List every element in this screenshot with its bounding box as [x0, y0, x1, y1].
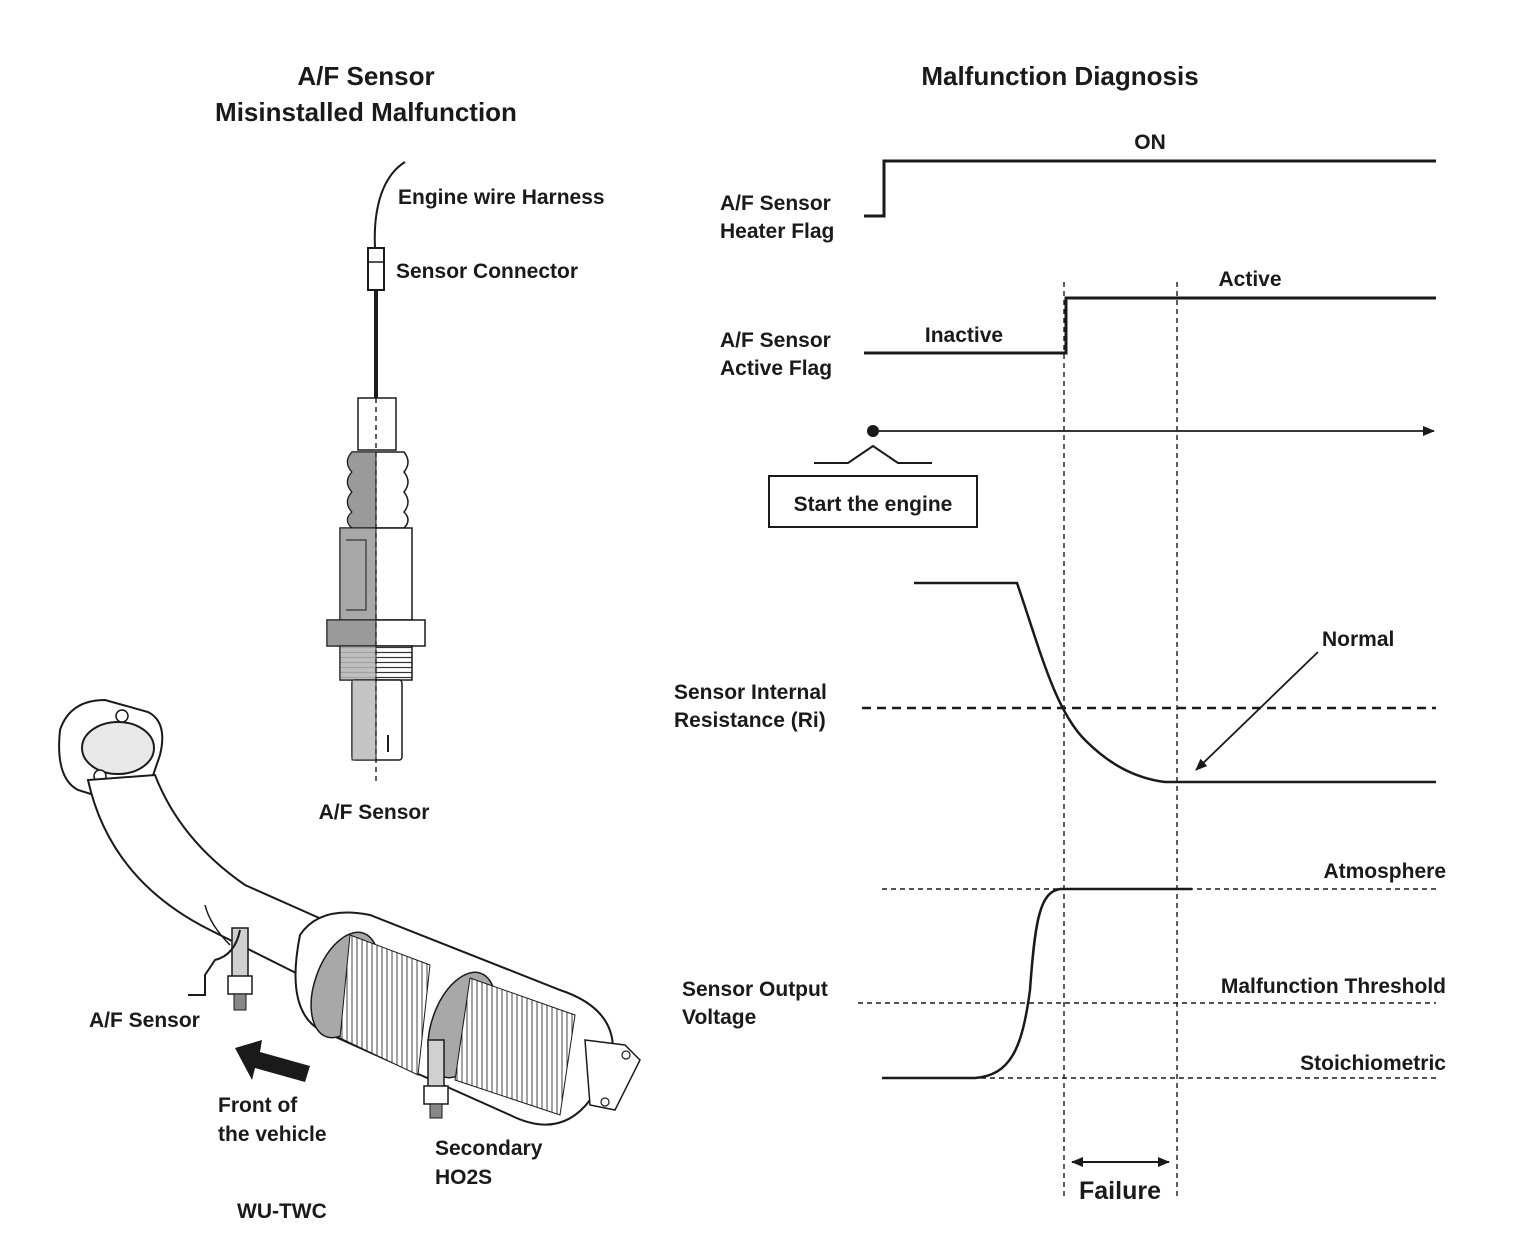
atmosphere-label: Atmosphere	[1323, 860, 1446, 883]
heater-flag-label-line1: A/F Sensor	[720, 192, 831, 215]
left-title-line2: Misinstalled Malfunction	[215, 97, 517, 127]
left-panel: A/F Sensor Misinstalled Malfunction	[58, 61, 641, 1223]
active-flag-trace	[864, 296, 1436, 355]
stoichiometric-label: Stoichiometric	[1300, 1052, 1446, 1075]
sensor-connector-label: Sensor Connector	[396, 260, 578, 283]
af-sensor-illustration	[326, 161, 426, 785]
wu-twc-label: WU-TWC	[237, 1200, 327, 1223]
front-of-vehicle-label-line2: the vehicle	[218, 1123, 327, 1146]
exhaust-converter-illustration	[58, 698, 641, 1126]
start-engine-box	[768, 475, 978, 528]
normal-label: Normal	[1322, 628, 1394, 651]
resistance-label-line2: Resistance (Ri)	[674, 709, 826, 732]
front-of-vehicle-label-line1: Front of	[218, 1094, 298, 1117]
output-voltage-curve	[882, 887, 1192, 1080]
heater-flag-on-label: ON	[1134, 131, 1166, 154]
heater-flag-label-line2: Heater Flag	[720, 220, 834, 243]
left-title-line1: A/F Sensor	[297, 61, 434, 91]
right-title: Malfunction Diagnosis	[921, 61, 1198, 91]
resistance-curve	[914, 581, 1436, 784]
right-panel: Malfunction Diagnosis A/F Sensor Heater …	[674, 61, 1446, 1205]
af-sensor-exhaust-label: A/F Sensor	[89, 1009, 200, 1032]
malfunction-threshold-label: Malfunction Threshold	[1221, 975, 1446, 998]
start-callout-pointer	[814, 444, 932, 464]
engine-wire-harness-label: Engine wire Harness	[398, 186, 605, 209]
failure-label: Failure	[1079, 1177, 1161, 1205]
heater-flag-trace	[864, 159, 1436, 218]
output-voltage-label-line1: Sensor Output	[682, 978, 828, 1001]
front-of-vehicle-arrow-icon	[235, 1040, 310, 1082]
sensor-connector-shape	[367, 247, 385, 291]
active-flag-label-line1: A/F Sensor	[720, 329, 831, 352]
resistance-label-line1: Sensor Internal	[674, 681, 827, 704]
active-flag-label-line2: Active Flag	[720, 357, 832, 380]
normal-pointer-arrow	[1195, 651, 1319, 771]
engine-wire-harness-wire	[373, 161, 406, 249]
active-flag-active-label: Active	[1218, 268, 1281, 291]
af-sensor-detail-label: A/F Sensor	[319, 801, 430, 824]
start-engine-label: Start the engine	[794, 493, 953, 516]
secondary-ho2s-label-line1: Secondary	[435, 1137, 543, 1160]
secondary-ho2s-label-line2: HO2S	[435, 1166, 492, 1189]
output-voltage-label-line2: Voltage	[682, 1006, 756, 1029]
active-flag-inactive-label: Inactive	[925, 324, 1003, 347]
